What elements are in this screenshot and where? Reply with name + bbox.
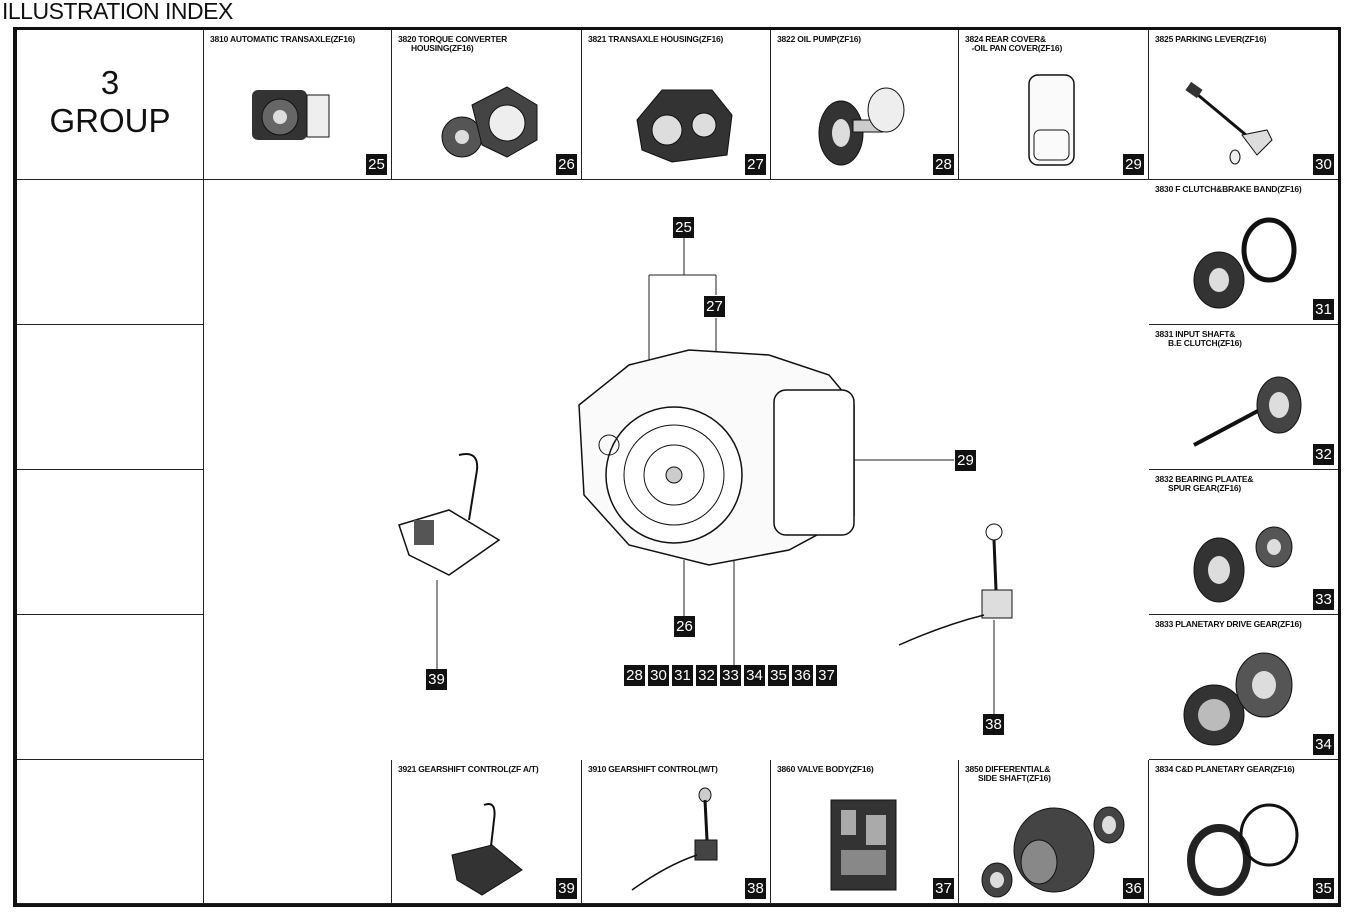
cell-title: 3834 C&D PLANETARY GEAR(ZF16) [1155,764,1295,774]
index-cell-3910[interactable]: 3910 GEARSHIFT CONTROL(M/T) 38 [582,760,771,904]
cell-title: 3833 PLANETARY DRIVE GEAR(ZF16) [1155,619,1302,629]
cell-title: 3910 GEARSHIFT CONTROL(M/T) [588,764,718,774]
cell-title: 3821 TRANSAXLE HOUSING(ZF16) [588,34,724,44]
index-cell-3824[interactable]: 3824 REAR COVER& -OIL PAN COVER(ZF16) 29 [959,30,1149,180]
ref-number[interactable]: 27 [745,154,766,175]
cell-title: 3825 PARKING LEVER(ZF16) [1155,34,1267,44]
ref-number[interactable]: 32 [1313,444,1334,465]
cell-title: 3824 REAR COVER& -OIL PAN COVER(ZF16) [965,34,1063,53]
gearshift-control-at-icon [451,803,523,896]
index-cell-3825[interactable]: 3825 PARKING LEVER(ZF16) 30 [1149,30,1338,180]
cd-planetary-gear-icon [1187,803,1299,896]
callout-29[interactable]: 29 [955,450,976,471]
cell-title: 3831 INPUT SHAFT& B.E CLUTCH(ZF16) [1155,329,1242,348]
cell-title: 3822 OIL PUMP(ZF16) [777,34,861,44]
index-cell-3860[interactable]: 3860 VALVE BODY(ZF16) 37 [771,760,959,904]
cell-title: 3921 GEARSHIFT CONTROL(ZF A/T) [398,764,539,774]
ref-number[interactable]: 37 [933,878,954,899]
index-cell-3810[interactable]: 3810 AUTOMATIC TRANSAXLE(ZF16) 25 [204,30,392,180]
callout-row: 28 30 31 32 33 34 35 36 37 [624,665,837,686]
transaxle-housing-icon [636,89,733,163]
callout-38[interactable]: 38 [983,714,1004,735]
cell-title: 3830 F CLUTCH&BRAKE BAND(ZF16) [1155,184,1302,194]
callout-32[interactable]: 32 [696,665,717,686]
index-cell-3821[interactable]: 3821 TRANSAXLE HOUSING(ZF16) 27 [582,30,771,180]
torque-converter-housing-icon [441,86,538,158]
automatic-transaxle-icon [252,90,330,140]
ref-number[interactable]: 25 [366,154,387,175]
bearing-plate-spur-gear-icon [1193,526,1293,603]
ref-number[interactable]: 31 [1313,299,1334,320]
ref-number[interactable]: 39 [556,878,577,899]
ref-number[interactable]: 26 [556,154,577,175]
index-cell-3921[interactable]: 3921 GEARSHIFT CONTROL(ZF A/T) 39 [392,760,582,904]
ref-number[interactable]: 34 [1313,734,1334,755]
gearshift-at-assembly-icon [398,453,501,576]
input-shaft-icon [1193,376,1302,447]
cell-title: 3832 BEARING PLAATE& SPUR GEAR(ZF16) [1155,474,1254,493]
empty-cell [204,760,392,904]
empty-cell [17,325,204,470]
index-cell-3830[interactable]: 3830 F CLUTCH&BRAKE BAND(ZF16) 31 [1149,180,1338,325]
main-illustration: 25 27 29 26 39 38 28 30 31 32 33 34 35 3… [204,180,1149,760]
group-cell: 3 GROUP [17,30,204,180]
page-title: ILLUSTRATION INDEX [2,0,233,24]
callout-28[interactable]: 28 [624,665,645,686]
callout-34[interactable]: 34 [744,665,765,686]
callout-30[interactable]: 30 [648,665,669,686]
empty-cell [17,615,204,760]
callout-37[interactable]: 37 [816,665,837,686]
empty-cell [17,180,204,325]
callout-33[interactable]: 33 [720,665,741,686]
valve-body-icon [830,799,897,891]
gearshift-mt-assembly-icon [898,523,1013,646]
parking-lever-icon [1185,81,1273,165]
gearshift-control-mt-icon [631,787,718,891]
callout-25[interactable]: 25 [673,217,694,238]
cell-title: 3820 TORQUE CONVERTER HOUSING(ZF16) [398,34,508,53]
callout-31[interactable]: 31 [672,665,693,686]
ref-number[interactable]: 35 [1313,878,1334,899]
oil-pump-icon [818,87,905,166]
leader-lines [436,236,995,715]
planetary-drive-gear-icon [1183,652,1293,746]
callout-39[interactable]: 39 [426,669,447,690]
index-cell-3833[interactable]: 3833 PLANETARY DRIVE GEAR(ZF16) 34 [1149,615,1338,760]
index-cell-3820[interactable]: 3820 TORQUE CONVERTER HOUSING(ZF16) 26 [392,30,582,180]
callout-35[interactable]: 35 [768,665,789,686]
ref-number[interactable]: 28 [933,154,954,175]
empty-cell [17,470,204,615]
cell-title: 3810 AUTOMATIC TRANSAXLE(ZF16) [210,34,355,44]
differential-icon [981,806,1125,898]
ref-number[interactable]: 38 [745,878,766,899]
callout-36[interactable]: 36 [792,665,813,686]
index-cell-3834[interactable]: 3834 C&D PLANETARY GEAR(ZF16) 35 [1149,760,1338,904]
ref-number[interactable]: 30 [1313,154,1334,175]
ref-number[interactable]: 29 [1123,154,1144,175]
index-cell-3831[interactable]: 3831 INPUT SHAFT& B.E CLUTCH(ZF16) 32 [1149,325,1338,470]
illustration-index-frame [13,27,1341,907]
index-cell-3832[interactable]: 3832 BEARING PLAATE& SPUR GEAR(ZF16) 33 [1149,470,1338,615]
clutch-brake-band-icon [1193,217,1297,309]
ref-number[interactable]: 36 [1123,878,1144,899]
group-number: 3 [100,64,120,101]
ref-number[interactable]: 33 [1313,589,1334,610]
oil-pan-cover-icon [1028,74,1075,166]
cell-title: 3860 VALVE BODY(ZF16) [777,764,874,774]
index-cell-3822[interactable]: 3822 OIL PUMP(ZF16) 28 [771,30,959,180]
transaxle-assembly-icon [578,349,855,566]
empty-cell [17,760,204,904]
callout-26[interactable]: 26 [674,616,695,637]
cell-title: 3850 DIFFERENTIAL& SIDE SHAFT(ZF16) [965,764,1051,783]
callout-27[interactable]: 27 [704,296,725,317]
group-label: GROUP [49,102,171,139]
index-cell-3850[interactable]: 3850 DIFFERENTIAL& SIDE SHAFT(ZF16) 36 [959,760,1149,904]
